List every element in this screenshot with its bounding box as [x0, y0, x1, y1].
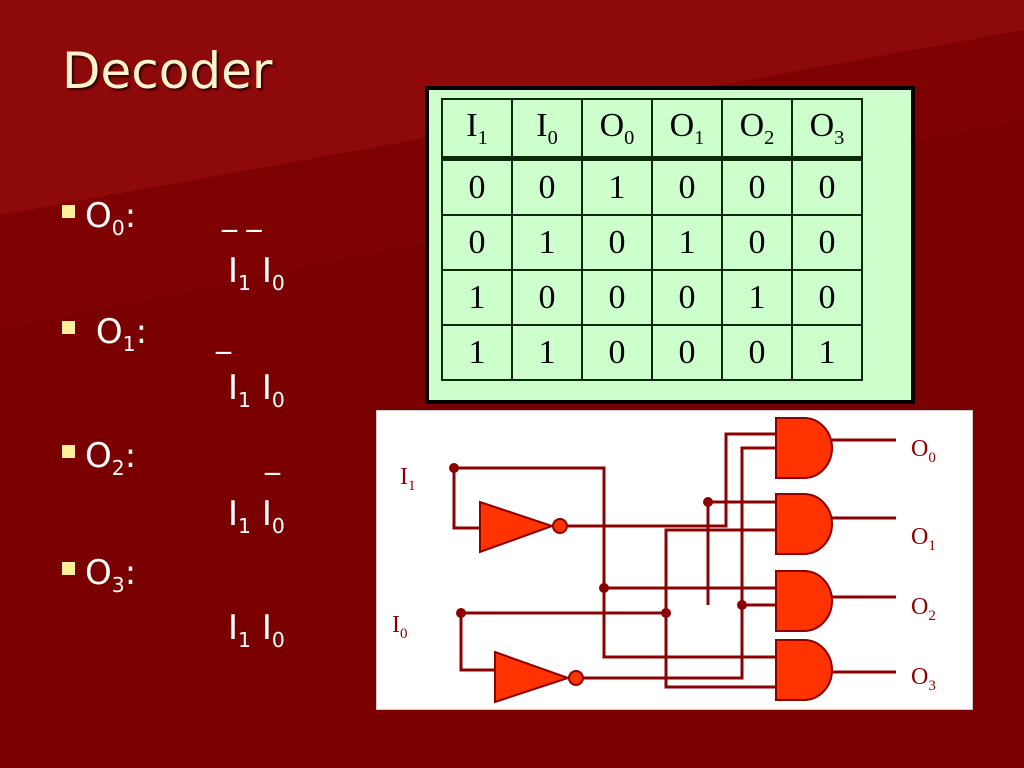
table-cell: 0: [651, 269, 723, 326]
table-cell: 0: [791, 157, 863, 216]
table-cell: 0: [651, 324, 723, 381]
truth-table: I1 I0 O0 O1 O2 O3 0 0 1 0 0 0 0 1 0 1 0 …: [441, 98, 863, 381]
table-cell: 1: [721, 269, 793, 326]
table-cell: 1: [441, 269, 513, 326]
bullet-o2: O2:: [62, 436, 136, 480]
table-cell: 0: [721, 324, 793, 381]
table-cell: 1: [511, 324, 583, 381]
bullet-marker: [62, 205, 75, 218]
table-cell: 1: [511, 214, 583, 271]
bullet-marker: [62, 562, 75, 575]
table-cell: 1: [441, 324, 513, 381]
table-cell: 0: [441, 157, 513, 216]
and-gate-o0: [775, 417, 833, 479]
overbar: _: [216, 320, 231, 355]
slide-title: Decoder: [62, 42, 273, 100]
truth-table-header-row: I1 I0 O0 O1 O2 O3: [441, 98, 863, 160]
header-o0: O0: [581, 98, 653, 160]
table-row: 1 1 0 0 0 1: [441, 324, 863, 381]
table-cell: 0: [581, 269, 653, 326]
and-gate-o2: [775, 570, 833, 632]
not-gate-i1: [479, 500, 568, 554]
header-i0: I0: [511, 98, 583, 160]
expression-o1: I1 I0: [228, 368, 285, 412]
wires: [452, 432, 896, 689]
junction-dots: [449, 463, 747, 618]
expression-o2: I1 I0: [228, 494, 285, 538]
bullet-o3: O3:: [62, 553, 136, 597]
input-label-i1: I1: [400, 464, 416, 494]
table-cell: 0: [441, 214, 513, 271]
table-row: 0 1 0 1 0 0: [441, 214, 863, 271]
table-cell: 0: [651, 157, 723, 216]
not-gate-i0: [494, 650, 584, 704]
header-o3: O3: [791, 98, 863, 160]
table-cell: 1: [581, 157, 653, 216]
output-label-o3: O3: [911, 664, 936, 694]
table-cell: 0: [581, 214, 653, 271]
table-cell: 0: [791, 214, 863, 271]
header-i1: I1: [441, 98, 513, 160]
table-cell: 0: [721, 157, 793, 216]
table-row: 0 0 1 0 0 0: [441, 157, 863, 216]
bullet-marker: [62, 445, 75, 458]
bullet-marker: [62, 321, 75, 334]
decoder-circuit-diagram: I1 I0 O0 O1 O2 O3: [376, 410, 973, 710]
overbar: _: [265, 441, 280, 476]
output-label-o0: O0: [911, 436, 936, 466]
bullet-o1: O1:: [62, 312, 147, 356]
table-cell: 0: [581, 324, 653, 381]
and-gate-o3: [775, 639, 833, 701]
output-label-o2: O2: [911, 594, 936, 624]
table-cell: 0: [791, 269, 863, 326]
overbar: _ _: [222, 198, 262, 233]
expression-o0: I1 I0: [228, 251, 285, 295]
table-cell: 0: [721, 214, 793, 271]
table-cell: 1: [651, 214, 723, 271]
table-cell: 0: [511, 269, 583, 326]
bullet-o0: O0:: [62, 196, 136, 240]
table-cell: 0: [511, 157, 583, 216]
table-cell: 1: [791, 324, 863, 381]
expression-o3: I1 I0: [228, 608, 285, 652]
table-row: 1 0 0 0 1 0: [441, 269, 863, 326]
input-label-i0: I0: [392, 612, 408, 642]
output-label-o1: O1: [911, 524, 936, 554]
and-gate-o1: [775, 493, 833, 555]
header-o2: O2: [721, 98, 793, 160]
header-o1: O1: [651, 98, 723, 160]
